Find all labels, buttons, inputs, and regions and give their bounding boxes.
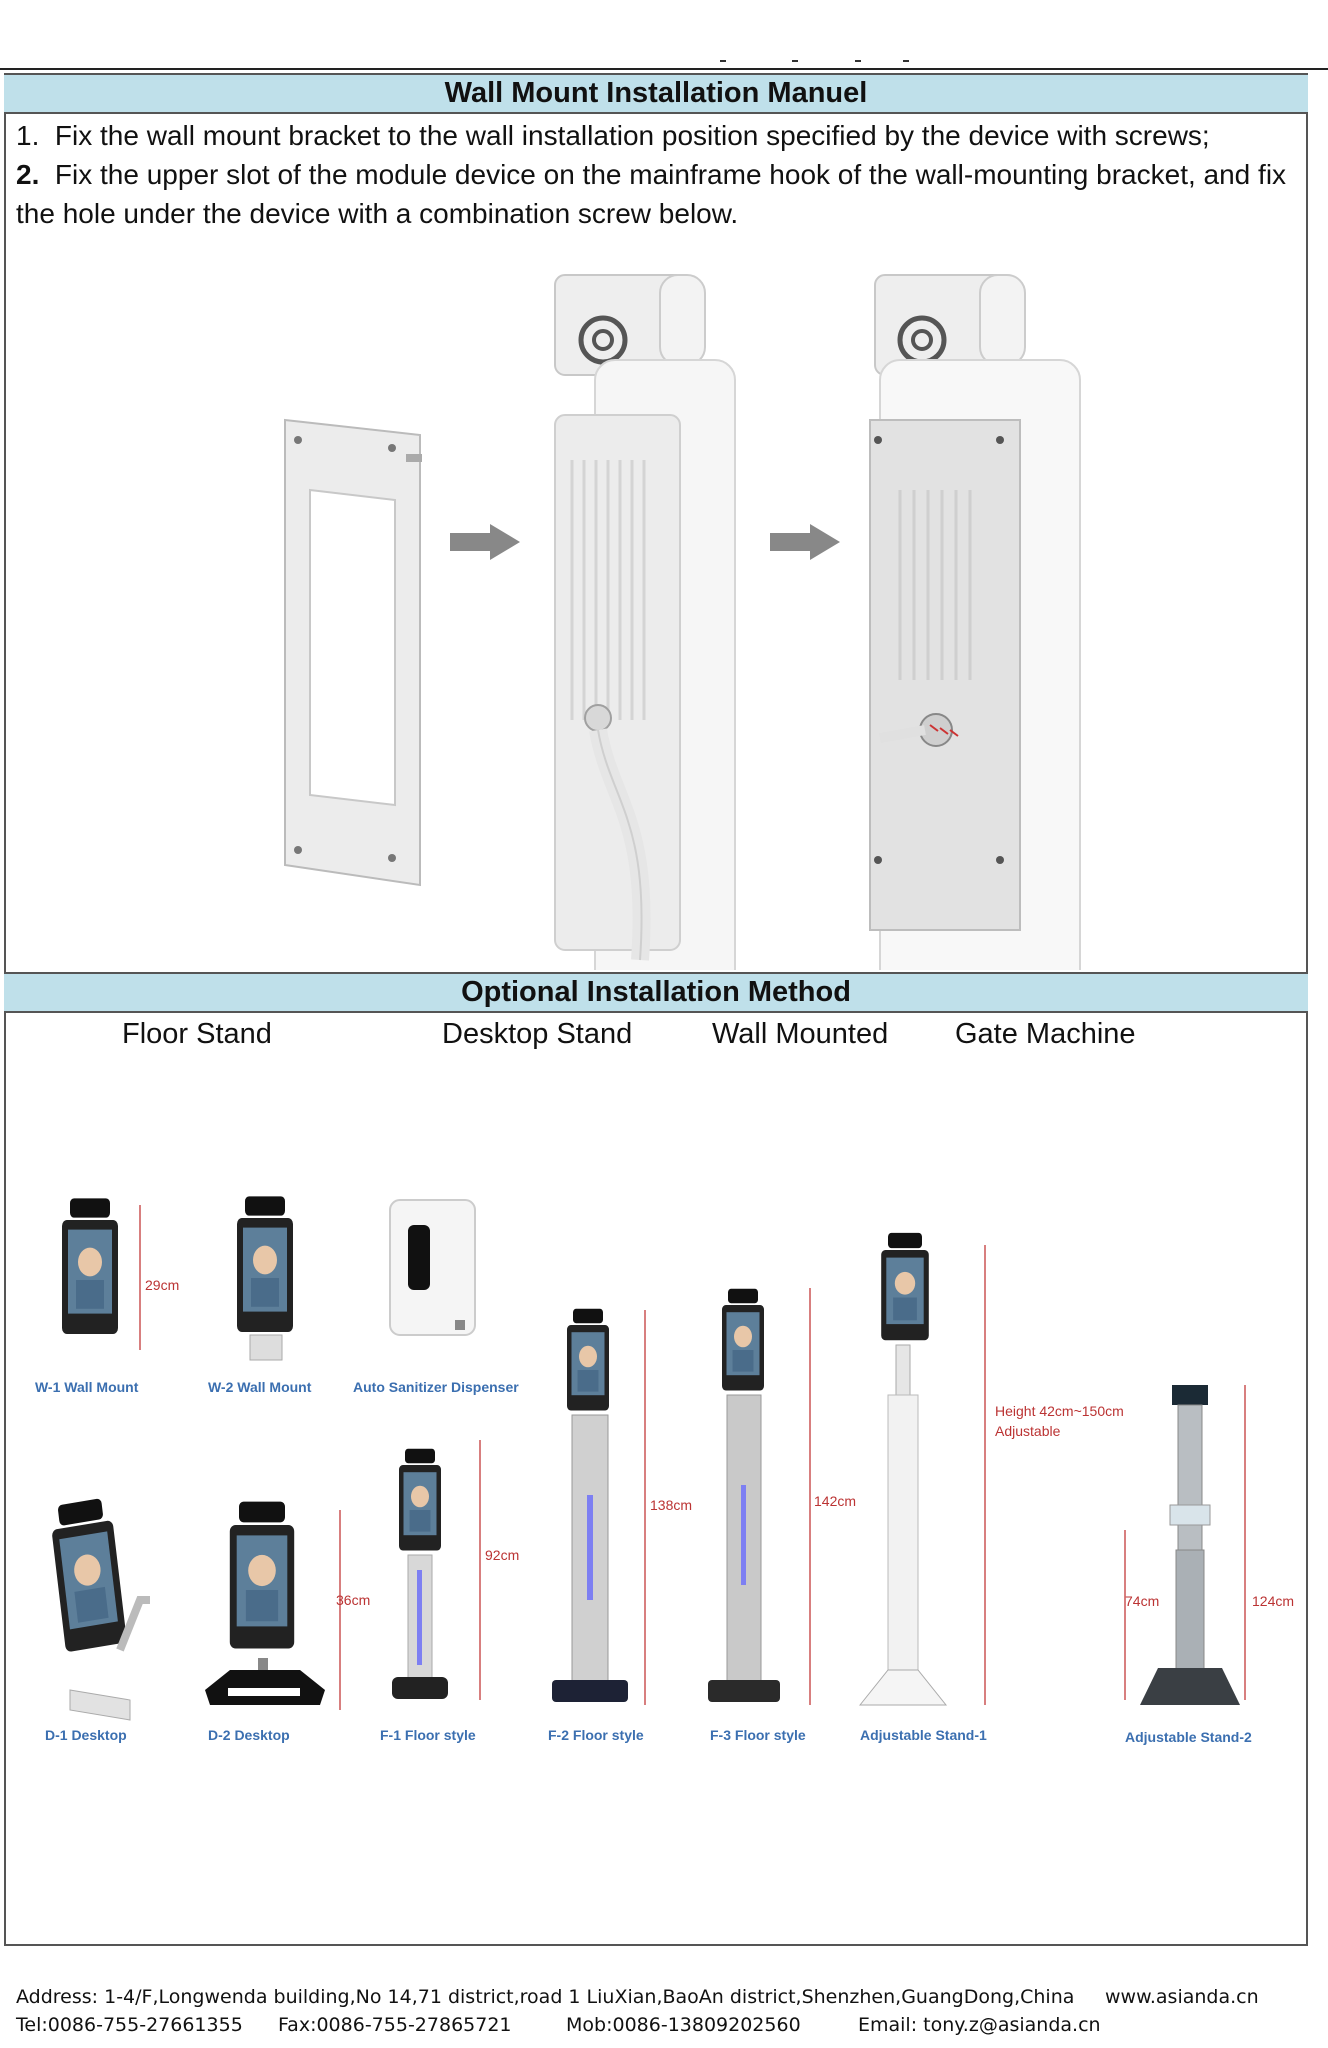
- footer-address: Address: 1-4/F,Longwenda building,No 14,…: [16, 1986, 1075, 2008]
- footer-website-text[interactable]: www.asianda.cn: [1105, 1986, 1259, 2008]
- device-back-cable-image: [554, 274, 736, 970]
- footer-tel: Tel:0086-755-27661355: [16, 2014, 243, 2036]
- measure-d2: 36cm: [336, 1592, 370, 1608]
- measure-adj2-a: 74cm: [1125, 1593, 1159, 1609]
- product-f1-floor: 92cm F-1 Floor style: [380, 1440, 519, 1743]
- footer-fax: Fax:0086-755-27865721: [278, 2014, 512, 2036]
- product-f3-floor: 142cm F-3 Floor style: [708, 1288, 856, 1743]
- label-adj1: Adjustable Stand-1: [860, 1727, 987, 1743]
- measure-f3: 142cm: [814, 1493, 856, 1509]
- label-sanitizer: Auto Sanitizer Dispenser: [353, 1379, 519, 1395]
- category-wall-mounted: Wall Mounted: [712, 1018, 889, 1050]
- step-1-text: Fix the wall mount bracket to the wall i…: [54, 120, 1210, 151]
- product-w1-wall-mount: 29cm W-1 Wall Mount: [35, 1198, 179, 1395]
- label-w1: W-1 Wall Mount: [35, 1379, 139, 1395]
- step-1: 1. Fix the wall mount bracket to the wal…: [16, 116, 1306, 155]
- device-mounted-image: [869, 274, 1081, 970]
- label-f1: F-1 Floor style: [380, 1727, 476, 1743]
- top-tick: [903, 60, 909, 62]
- step-1-number: 1.: [16, 120, 40, 151]
- installation-illustration: [284, 274, 1081, 970]
- measure-adj1-line1: Height 42cm~150cm: [995, 1403, 1124, 1419]
- label-f2: F-2 Floor style: [548, 1727, 644, 1743]
- label-d1: D-1 Desktop: [45, 1727, 127, 1743]
- top-tick: [792, 60, 798, 62]
- footer-email[interactable]: Email: tony.z@asianda.cn: [858, 2014, 1101, 2036]
- footer-website[interactable]: www.asianda.cn: [1105, 1986, 1259, 2008]
- measure-adj1-line2: Adjustable: [995, 1423, 1061, 1439]
- measure-adj2-b: 124cm: [1252, 1593, 1294, 1609]
- wall-bracket-image: [284, 418, 422, 887]
- label-w2: W-2 Wall Mount: [208, 1379, 312, 1395]
- product-auto-sanitizer: Auto Sanitizer Dispenser: [353, 1199, 519, 1395]
- category-gate-machine: Gate Machine: [955, 1018, 1136, 1050]
- label-d2: D-2 Desktop: [208, 1727, 290, 1743]
- step-2-number: 2.: [16, 159, 40, 190]
- step-2: 2. Fix the upper slot of the module devi…: [16, 155, 1306, 233]
- arrow-right-icon: [770, 524, 840, 560]
- product-adjustable-stand-1: Height 42cm~150cm Adjustable Adjustable …: [858, 1232, 1124, 1743]
- top-rule: [0, 68, 1328, 70]
- section-title-wall-mount: Wall Mount Installation Manuel: [4, 73, 1308, 114]
- products-illustration: 29cm W-1 Wall Mount W-2 Wall Mount Auto …: [35, 1196, 1294, 1745]
- top-tick: [855, 60, 861, 62]
- arrow-right-icon: [450, 524, 520, 560]
- category-desktop-stand: Desktop Stand: [442, 1018, 633, 1050]
- product-adjustable-stand-2: 74cm 124cm Adjustable Stand-2: [1124, 1385, 1294, 1745]
- product-w2-wall-mount: W-2 Wall Mount: [208, 1196, 312, 1395]
- product-d1-desktop: D-1 Desktop: [45, 1496, 150, 1743]
- step-2-text: Fix the upper slot of the module device …: [16, 159, 1287, 229]
- measure-f1: 92cm: [485, 1547, 519, 1563]
- footer-mob: Mob:0086-13809202560: [566, 2014, 801, 2036]
- product-d2-desktop: 36cm D-2 Desktop: [205, 1501, 370, 1743]
- section-title-optional-installation: Optional Installation Method: [4, 972, 1308, 1013]
- measure-w1: 29cm: [145, 1277, 179, 1293]
- category-floor-stand: Floor Stand: [122, 1018, 272, 1050]
- label-f3: F-3 Floor style: [710, 1727, 806, 1743]
- top-tick: [720, 60, 726, 62]
- product-f2-floor: 138cm F-2 Floor style: [548, 1308, 692, 1743]
- label-adj2: Adjustable Stand-2: [1125, 1729, 1252, 1745]
- measure-f2: 138cm: [650, 1497, 692, 1513]
